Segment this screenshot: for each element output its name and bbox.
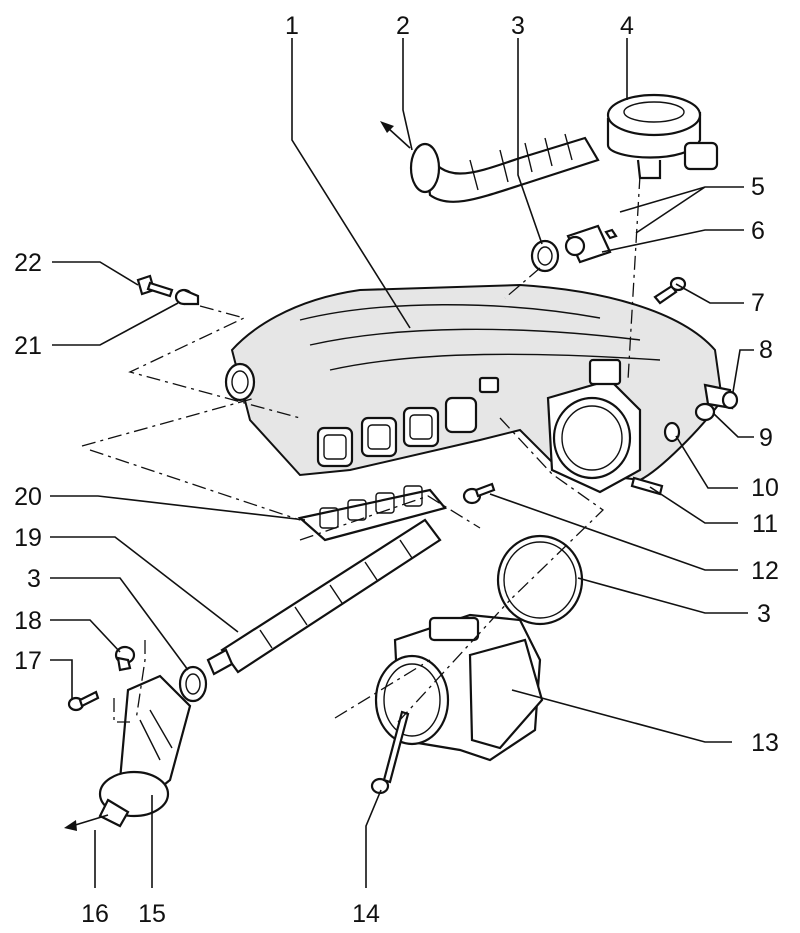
- o-ring-upper: [530, 239, 560, 273]
- spacer-21: [174, 288, 200, 306]
- flow-arrow-2: [380, 121, 411, 149]
- callout-3-left: 3: [27, 565, 41, 593]
- bolt-12: [462, 482, 496, 505]
- callout-16: 16: [81, 900, 109, 928]
- callout-12: 12: [751, 557, 779, 585]
- callout-9: 9: [759, 424, 773, 452]
- callout-21: 21: [14, 332, 42, 360]
- callout-labels: 1 2 3 4 5 6 7 8 9 10 11 12 3 13 14 15 16…: [14, 12, 779, 928]
- bolt-14: [370, 710, 410, 795]
- leader-lines: [50, 38, 754, 888]
- bolt-17: [67, 690, 100, 712]
- callout-13: 13: [751, 729, 779, 757]
- callout-22: 22: [14, 249, 42, 277]
- callout-3: 3: [511, 12, 525, 40]
- callout-10: 10: [751, 474, 779, 502]
- callout-11: 11: [752, 510, 778, 538]
- callout-3-right: 3: [757, 600, 771, 628]
- callout-2: 2: [396, 12, 410, 40]
- throttle-body: [374, 613, 544, 762]
- intake-manifold: [224, 283, 724, 494]
- breather-hose: [409, 133, 600, 203]
- center-lines: [81, 174, 641, 723]
- callout-20: 20: [14, 483, 42, 511]
- callout-5: 5: [751, 173, 765, 201]
- bolt-22: [136, 274, 174, 298]
- flap-shaft: [206, 518, 442, 676]
- clip-18: [114, 645, 136, 672]
- callout-14: 14: [352, 900, 380, 928]
- callout-8: 8: [759, 336, 773, 364]
- callout-17: 17: [14, 647, 42, 675]
- sensor-8: [703, 383, 739, 410]
- callout-6: 6: [751, 217, 765, 245]
- callout-1: 1: [285, 12, 299, 40]
- breather-connector: [564, 224, 618, 264]
- callout-7: 7: [751, 289, 765, 317]
- o-ring-throttle: [496, 534, 584, 626]
- callout-15: 15: [138, 900, 166, 928]
- clamp-9: [694, 402, 716, 422]
- bolt-7: [653, 276, 687, 305]
- callout-18: 18: [14, 607, 42, 635]
- flow-arrow-16: [64, 814, 109, 831]
- callout-19: 19: [14, 524, 42, 552]
- callout-4: 4: [620, 12, 634, 40]
- o-ring-left: [178, 665, 208, 703]
- pcv-valve: [606, 93, 719, 180]
